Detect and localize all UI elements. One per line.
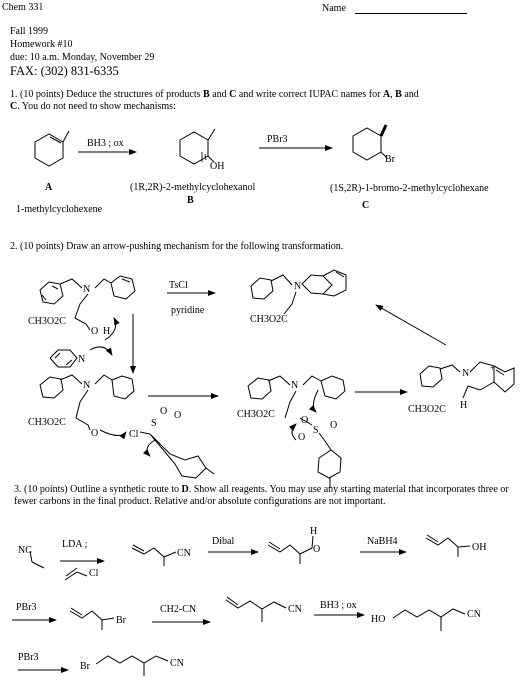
q3-pbr3-label-2: PBr3 xyxy=(18,652,39,663)
q2-so-label-1: O xyxy=(160,406,167,417)
q1-reagent-bh3-ox: BH3 ; ox xyxy=(87,138,124,149)
q3-ch2cn-label: CH2-CN xyxy=(160,604,196,615)
q2-tscl-label: TsCl xyxy=(169,280,188,291)
q2-s-label-2: S xyxy=(313,425,319,436)
q3-ho-label: HO xyxy=(371,614,385,625)
q1-reagent-pbr3: PBr3 xyxy=(267,134,288,145)
fax-number: FAX: (302) 831-6335 xyxy=(10,64,119,78)
q3-alkylated-nitrile xyxy=(131,544,177,566)
q3-target-d xyxy=(95,655,169,676)
q2-alkoxide-intermediate xyxy=(39,374,215,479)
q3-nc-label: NC xyxy=(18,545,32,556)
q2-n-label-4: N xyxy=(462,368,469,379)
q3-h-label: H xyxy=(310,526,317,537)
q3-nabh4-label: NaBH4 xyxy=(367,536,398,547)
q2-s-label-1: S xyxy=(151,418,157,429)
q1-label-b: B xyxy=(187,195,194,206)
q3-propionitrile xyxy=(29,550,45,569)
q3-lda-label: LDA ; xyxy=(62,539,88,550)
q2-h-label-4: H xyxy=(460,400,467,411)
q3-oh-label: OH xyxy=(472,542,486,553)
q2-so-label-2: O xyxy=(174,410,181,421)
q2-ester-label-1: CH3O2C xyxy=(28,316,66,327)
q2-o-label-2: O xyxy=(91,428,98,439)
q1-name-c: (1S,2R)-1-bromo-2-methylcyclohexane xyxy=(330,183,489,194)
q2-arrow-back-to-product xyxy=(375,304,447,346)
structure-c-bromide xyxy=(352,124,388,161)
q2-n-label-3: N xyxy=(291,380,298,391)
q3-br-label-1: Br xyxy=(116,615,127,626)
q2-cl-label: Cl xyxy=(129,429,139,440)
pyridine-structure xyxy=(49,346,113,368)
q2-product-structure xyxy=(250,269,347,315)
q1-prompt: 1. (10 points) Deduce the structures of … xyxy=(10,89,419,112)
q3-cn-label-3: CN xyxy=(467,609,481,620)
q3-cn-label-2: CN xyxy=(288,604,302,615)
q1-br-label: Br xyxy=(385,154,396,165)
name-label: Name xyxy=(322,3,346,14)
q3-chain-extended-nitrile xyxy=(225,596,287,622)
due-date: due: 10 a.m. Monday, November 29 xyxy=(10,52,155,63)
q2-iminium-intermediate xyxy=(419,361,515,399)
q1-label-a: A xyxy=(45,182,53,193)
q3-prompt: 3. (10 points) Outline a synthetic route… xyxy=(14,484,509,507)
q2-so-label-3: O xyxy=(298,432,305,443)
name-blank-line xyxy=(355,13,467,14)
q2-n-label-2: N xyxy=(83,380,90,391)
q3-o-label: O xyxy=(313,544,320,555)
homework-number: Homework #10 xyxy=(10,39,73,50)
q2-ester-label-2: CH3O2C xyxy=(28,417,66,428)
q2-o-label-3: O xyxy=(301,415,308,426)
q3-dibal-label: Dibal xyxy=(212,536,234,547)
q2-prompt: 2. (10 points) Draw an arrow-pushing mec… xyxy=(10,241,344,252)
q1-name-b: (1R,2R)-2-methylcyclohexanol xyxy=(130,182,255,193)
q3-cl-label: Cl xyxy=(89,568,99,579)
q3-hydroxy-nitrile xyxy=(392,608,466,631)
course-title: Chem 331 xyxy=(2,2,44,13)
q2-n-label-product: N xyxy=(294,281,301,292)
q2-o-label-1: O xyxy=(91,326,98,337)
q3-br-label-2: Br xyxy=(80,661,91,672)
q2-ester-label-3: CH3O2C xyxy=(237,409,275,420)
q2-sulfonate-intermediate xyxy=(247,375,346,488)
q2-ester-label-product: CH3O2C xyxy=(250,314,288,325)
q3-cn-label-1: CN xyxy=(177,548,191,559)
q3-bromide xyxy=(69,607,115,630)
structure-a-methylcyclohexene xyxy=(34,130,70,167)
structure-b-alcohol xyxy=(179,128,216,165)
q1-oh-label: OH xyxy=(210,161,224,172)
q1-name-a: 1-methylcyclohexene xyxy=(16,204,103,215)
q2-so-label-4: O xyxy=(330,420,337,431)
q3-allyl-chloride xyxy=(64,567,88,581)
q3-cn-label-4: CN xyxy=(170,658,184,669)
q2-pyridine-n: N xyxy=(78,354,85,365)
q3-alcohol xyxy=(425,534,471,557)
term: Fall 1999 xyxy=(10,26,49,37)
q3-pbr3-label-1: PBr3 xyxy=(16,602,37,613)
q3-bh3ox-label: BH3 ; ox xyxy=(320,600,357,611)
q2-h-label-1: H xyxy=(103,326,110,337)
q1-label-c: C xyxy=(362,200,369,211)
q2-pyridine-label: pyridine xyxy=(171,305,205,316)
q2-starting-material xyxy=(39,275,136,374)
q2-n-label-1: N xyxy=(83,284,90,295)
q2-ester-label-4: CH3O2C xyxy=(408,404,446,415)
q3-aldehyde xyxy=(267,535,314,564)
q2-plus-charge: + xyxy=(490,363,495,373)
